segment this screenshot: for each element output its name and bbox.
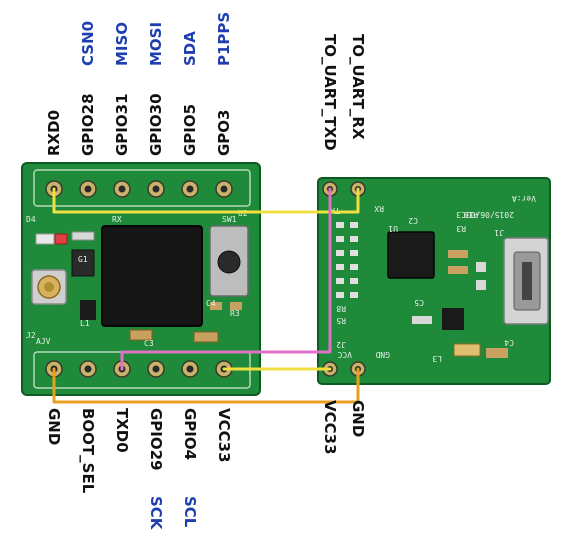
- label-csn0: CSN0: [79, 21, 97, 66]
- label-vcc33: VCC33: [215, 408, 233, 463]
- silk-r8: R8: [336, 304, 346, 313]
- top-header-pads: [45, 180, 233, 198]
- silk-c2: C2: [408, 216, 418, 225]
- silk-j1: J1: [494, 228, 504, 237]
- silk-r3: R3: [230, 309, 240, 318]
- label-to-uart-rx: TO_UART_RX: [349, 34, 367, 140]
- label-gpio29: GPIO29: [147, 408, 165, 471]
- wire-gnd: [52, 367, 360, 404]
- silk-date: 2015/06/03C3: [456, 210, 514, 219]
- uart-top-labels: TO_UART_TXD TO_UART_RX: [321, 34, 367, 151]
- silk-rx: RX: [374, 204, 384, 213]
- silk-c4: C4: [504, 338, 514, 347]
- uart-bottom-labels: VCC33 GND: [321, 400, 367, 455]
- silk-rx: RX: [112, 215, 122, 224]
- uart-board-pcb: [317, 177, 551, 385]
- silk-gnd: GND: [375, 350, 390, 359]
- wires: [52, 187, 360, 404]
- label-gpo3: GPO3: [215, 110, 233, 157]
- label-gpio31: GPIO31: [113, 93, 131, 156]
- label-uart-gnd: GND: [349, 400, 367, 437]
- silk-sw1: SW1: [222, 215, 237, 224]
- silk-c5: C5: [414, 298, 424, 307]
- label-gpio30: GPIO30: [147, 93, 165, 156]
- label-mosi: MOSI: [147, 22, 165, 66]
- label-miso: MISO: [113, 22, 131, 66]
- silk-r5: R5: [336, 316, 346, 325]
- label-scl: SCL: [181, 496, 199, 528]
- label-sda: SDA: [181, 31, 199, 66]
- wire-txd0-to-uart-txd: [120, 187, 332, 371]
- uart-adapter-board: 2015/06/03C3 Ver:A GND VCC RX TX J1 C5 C…: [317, 177, 551, 385]
- main-module-board: U2 SW1 C3 R3 J2 D4 G1 C4 L1 AJV RX: [21, 162, 261, 396]
- silk-r3: R3: [456, 224, 466, 233]
- silk-vcc: VCC: [337, 350, 352, 359]
- regulator-chip: [442, 308, 464, 330]
- label-sck: SCK: [147, 496, 165, 531]
- resistor-array: [336, 222, 358, 298]
- label-gpio4: GPIO4: [181, 408, 199, 460]
- status-led-red: [54, 233, 68, 245]
- label-uart-vcc33: VCC33: [321, 400, 339, 455]
- silk-c3: C3: [144, 339, 154, 348]
- label-txd0: TXD0: [113, 408, 131, 453]
- silk-u1: U1: [388, 224, 398, 233]
- label-gpio5: GPIO5: [181, 104, 199, 156]
- top-header-outline: [33, 169, 251, 207]
- uart-bridge-chip: [387, 231, 435, 279]
- silk-d4: D4: [26, 215, 36, 224]
- silk-l3: L3: [432, 354, 442, 363]
- silk-ver: Ver:A: [512, 194, 536, 203]
- bottom-pin-labels: GND BOOT_SEL TXD0 GPIO29 SCK GPIO4 SCL V…: [45, 408, 233, 531]
- silk-r10: R10: [463, 210, 478, 219]
- silk-ajv: AJV: [36, 337, 51, 346]
- label-boot-sel: BOOT_SEL: [79, 408, 97, 494]
- status-led: [35, 233, 55, 245]
- wire-rxd0-to-uart-rx: [52, 187, 360, 214]
- main-chip: [101, 225, 203, 327]
- label-gnd: GND: [45, 408, 63, 445]
- label-to-uart-txd: TO_UART_TXD: [321, 34, 339, 151]
- label-rxd0: RXD0: [45, 110, 63, 156]
- silk-g1: G1: [78, 255, 88, 264]
- silk-j2: J2: [336, 340, 346, 349]
- top-pin-labels: RXD0 GPIO28 CSN0 GPIO31 MISO GPIO30 MOSI…: [45, 12, 233, 156]
- label-gpio28: GPIO28: [79, 93, 97, 156]
- silk-j2: J2: [26, 331, 36, 340]
- label-p1pps: P1PPS: [215, 12, 233, 66]
- silk-l1: L1: [80, 319, 90, 328]
- silk-c4: C4: [206, 299, 216, 308]
